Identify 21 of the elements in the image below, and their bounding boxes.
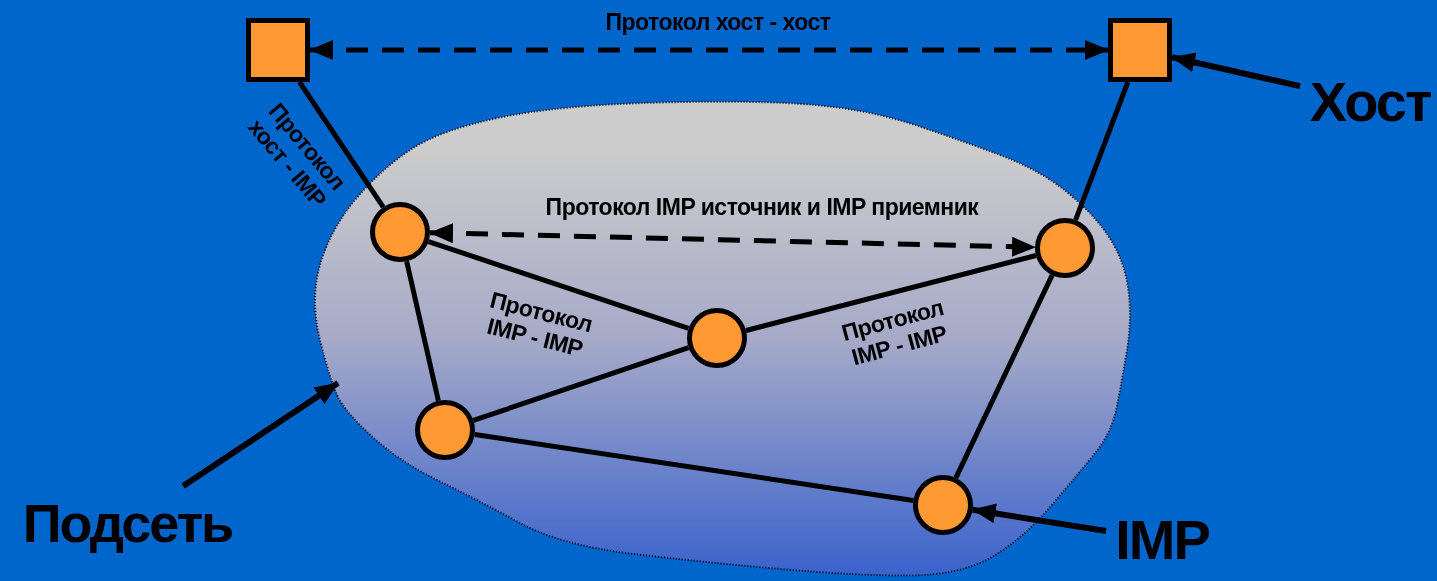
edge-label: Протокол IMP - IMP xyxy=(837,292,951,373)
connector-line xyxy=(474,432,914,503)
connector-line xyxy=(404,260,441,402)
pointer-arrow xyxy=(181,380,340,489)
connector-line xyxy=(1073,81,1131,221)
edge-label: Протокол IMP источник и IMP приемник xyxy=(544,193,980,221)
connector-line xyxy=(297,80,386,209)
connector-line xyxy=(427,239,690,331)
host-square xyxy=(1108,18,1172,82)
connector-line xyxy=(953,274,1055,479)
connector-line xyxy=(745,253,1037,333)
callout-label: Подсеть xyxy=(10,492,245,554)
pointer-arrow xyxy=(1171,52,1301,90)
host-square xyxy=(246,18,310,82)
double-arrow xyxy=(429,223,1036,257)
double-arrow xyxy=(309,40,1109,60)
callout-label: Хост xyxy=(1306,72,1434,132)
connector-line xyxy=(472,345,690,423)
callout-label: IMP xyxy=(1112,510,1212,570)
pointer-arrow xyxy=(971,503,1107,534)
edge-label: Протокол хост - хост xyxy=(604,8,832,36)
